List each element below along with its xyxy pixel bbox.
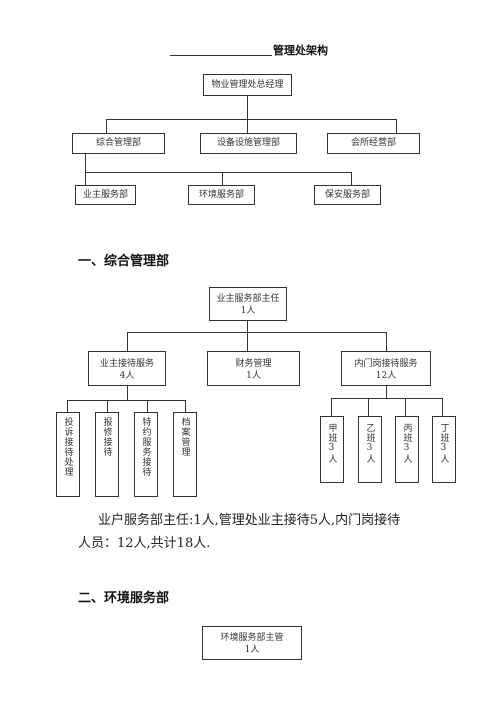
s2-root-title: 环境服务部主管 (220, 633, 284, 643)
connector (127, 332, 128, 351)
connector (147, 400, 148, 412)
s1-right-leaf: 丙班3人 (395, 416, 419, 483)
s2-root-count: 1人 (244, 645, 260, 655)
connector (67, 400, 185, 401)
s1-left-leaf: 特约服务接待 (134, 412, 158, 497)
s1-mid-title: 内门岗接待服务 (354, 359, 418, 369)
connector (331, 398, 332, 416)
connector (247, 332, 248, 351)
s1-left-leaf-label: 特约服务接待 (140, 417, 151, 477)
top-level3-box: 业主服务部 (75, 185, 136, 205)
s1-right-leaf: 乙班3人 (358, 416, 382, 483)
s1-right-leaf-label: 乙班3人 (364, 423, 375, 464)
connector (85, 172, 86, 185)
top-level3-box: 环境服务部 (188, 185, 255, 205)
connector (106, 119, 107, 133)
top-level2-box: 综合管理部 (72, 133, 165, 154)
top-level3-box: 保安服务部 (314, 185, 381, 205)
s1-right-leaf-label: 丁班3人 (438, 423, 449, 464)
top-level2-box: 设备设施管理部 (200, 133, 297, 154)
s1-left-leaf: 报修接待 (95, 412, 119, 497)
connector (107, 400, 108, 412)
s1-mid-title: 财务管理 (235, 359, 272, 369)
s1-left-leaf-label: 报修接待 (101, 417, 112, 457)
s1-left-leaf: 档案管理 (173, 412, 197, 497)
connector (185, 400, 186, 412)
connector (386, 386, 387, 398)
connector (67, 400, 68, 412)
s1-mid-count: 12人 (375, 371, 397, 381)
connector (331, 398, 443, 399)
title-underline (170, 55, 272, 56)
s1-left-leaf-label: 档案管理 (179, 417, 190, 457)
connector (222, 172, 223, 185)
page-title: 管理处架构 (273, 44, 328, 57)
top-level2-box: 会所经营部 (327, 133, 420, 154)
s1-mid-title: 业主接待服务 (99, 359, 154, 369)
connector (127, 386, 128, 400)
connector (396, 119, 397, 133)
s1-right-leaf-label: 甲班3人 (326, 423, 337, 464)
s1-paragraph-line2: 人员：12人,共计18人. (78, 536, 211, 551)
connector (85, 172, 351, 173)
connector (442, 398, 443, 416)
s1-right-leaf-label: 丙班3人 (401, 423, 412, 464)
section1-heading: 一、综合管理部 (78, 254, 170, 269)
connector (386, 332, 387, 351)
s1-mid-count: 1人 (246, 371, 261, 381)
connector (106, 119, 397, 120)
s2-root-box: 环境服务部主管 1人 (202, 626, 302, 660)
section2-heading: 二、环境服务部 (78, 591, 170, 606)
s1-mid-box: 业主接待服务 4人 (88, 351, 166, 386)
s1-mid-box: 内门岗接待服务 12人 (341, 351, 431, 386)
top-root-box: 物业管理处总经理 (203, 74, 292, 96)
s1-right-leaf: 丁班3人 (432, 416, 456, 483)
connector (247, 321, 248, 332)
connector (405, 398, 406, 416)
connector (351, 172, 352, 185)
s1-paragraph-line1: 业户服务部主任:1人,管理处业主接待5人,内门岗接待 (98, 513, 401, 528)
connector (247, 119, 248, 133)
s1-left-leaf: 投诉接待处理 (56, 412, 80, 497)
connector (368, 398, 369, 416)
s1-mid-count: 4人 (119, 371, 135, 381)
connector (247, 96, 248, 119)
s1-root-count: 1人 (240, 306, 256, 316)
s1-right-leaf: 甲班3人 (320, 416, 344, 483)
connector (127, 332, 387, 333)
s1-left-leaf-label: 投诉接待处理 (62, 417, 73, 477)
s1-root-title: 业主服务部主任 (216, 294, 280, 304)
s1-root-box: 业主服务部主任 1人 (209, 287, 287, 321)
connector (85, 154, 86, 172)
s1-mid-box: 财务管理 1人 (207, 351, 300, 386)
